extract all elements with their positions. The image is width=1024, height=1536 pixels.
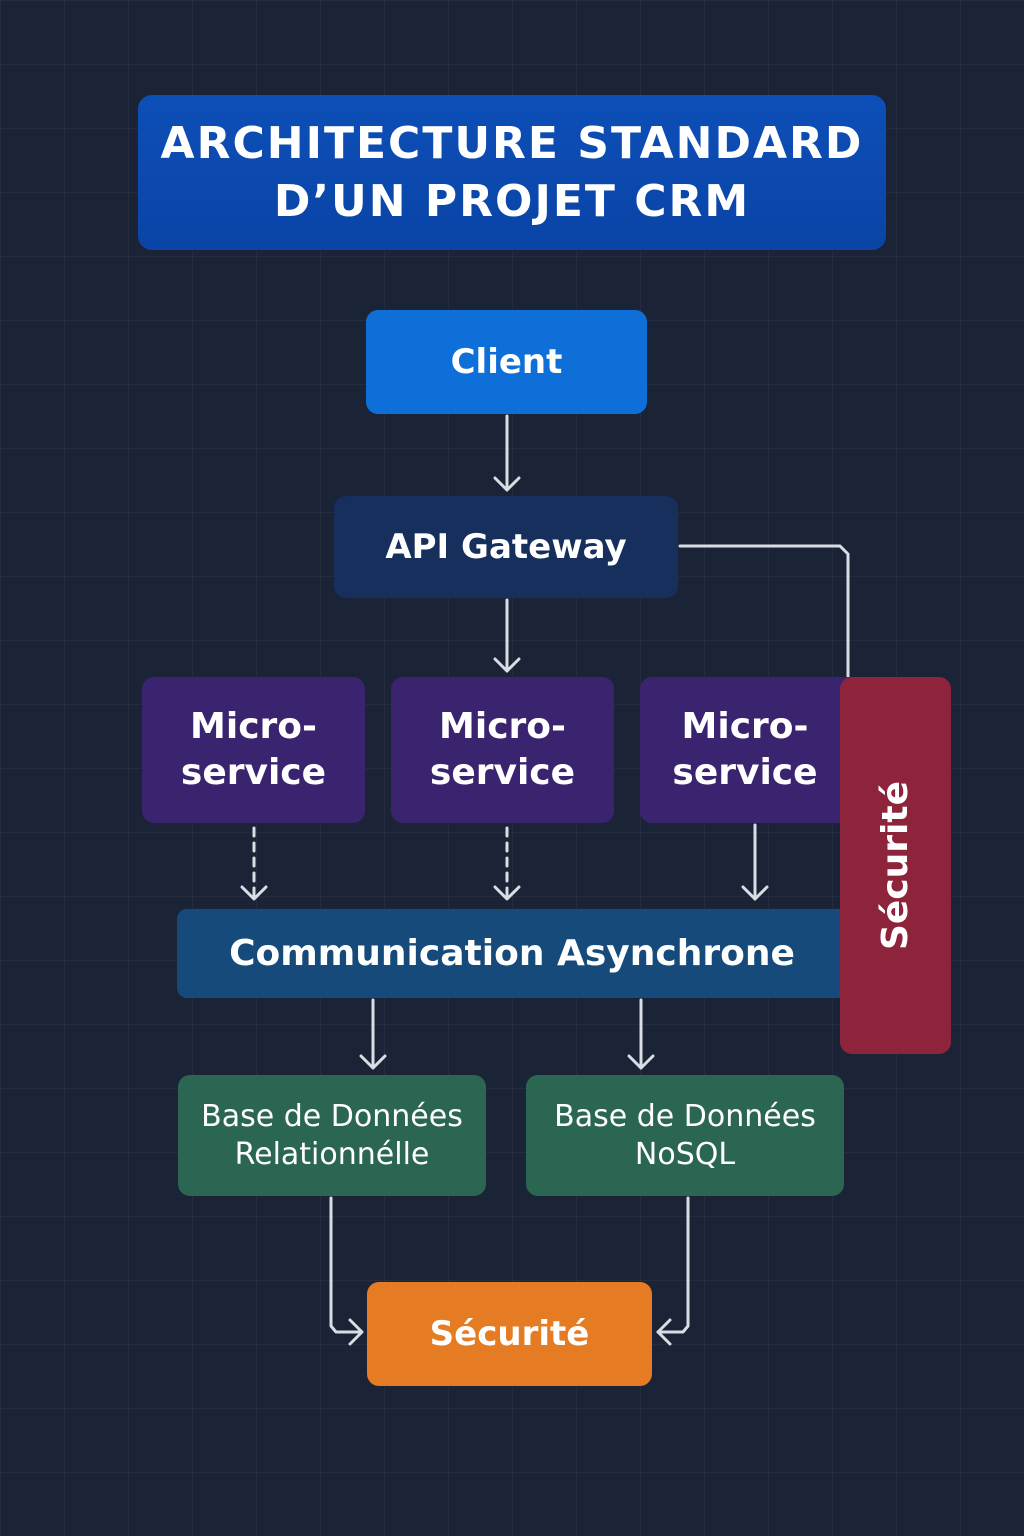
api-gateway-node: API Gateway [334, 496, 678, 598]
db-relational-line-1: Base de Données [201, 1098, 463, 1134]
client-label: Client [450, 342, 563, 382]
async-communication-node: Communication Asynchrone [177, 909, 847, 998]
arrow-db-relational-to-security [329, 1196, 363, 1334]
arrowhead-db-nosql-to-security [656, 1318, 672, 1346]
db-relational-node: Base de Données Relationnélle [178, 1075, 486, 1196]
db-nosql-line-2: NoSQL [634, 1136, 736, 1172]
title-line-1: ARCHITECTURE STANDARD [160, 117, 864, 169]
client-node: Client [366, 310, 647, 414]
security-side-label: Sécurité [875, 780, 916, 951]
security-bottom-label: Sécurité [429, 1314, 590, 1354]
api-gateway-label: API Gateway [385, 527, 627, 567]
arrowhead-microservice-2-to-async [493, 885, 521, 901]
microservice-3-line-1: Micro- [681, 706, 809, 747]
arrowhead-gateway-to-microservice [493, 657, 521, 673]
arrowhead-microservice-1-to-async [240, 885, 268, 901]
arrowhead-client-to-gateway [493, 476, 521, 492]
title-line-2: D’UN PROJET CRM [273, 175, 751, 227]
db-nosql-node: Base de Données NoSQL [526, 1075, 844, 1196]
microservice-1-line-2: service [180, 752, 327, 793]
microservice-2-line-1: Micro- [439, 706, 566, 747]
microservice-node-2: Micro- service [391, 677, 614, 823]
security-bottom-node: Sécurité [367, 1282, 652, 1386]
microservice-1-line-1: Micro- [190, 706, 317, 747]
arrowhead-microservice-3-to-async [741, 885, 769, 901]
arrowhead-async-to-db-nosql [627, 1054, 655, 1070]
async-communication-label: Communication Asynchrone [229, 933, 795, 974]
arrowhead-async-to-db-relational [359, 1054, 387, 1070]
microservice-2-line-2: service [429, 752, 576, 793]
microservice-3-line-2: service [672, 752, 818, 793]
security-side-node: Sécurité [840, 677, 951, 1054]
microservice-node-1: Micro- service [142, 677, 365, 823]
microservice-node-3: Micro- service [640, 677, 850, 823]
connector-gateway-to-security [678, 544, 850, 679]
arrowhead-db-relational-to-security [348, 1318, 364, 1346]
db-relational-line-2: Relationnélle [234, 1136, 430, 1172]
diagram-title: ARCHITECTURE STANDARD D’UN PROJET CRM [138, 95, 886, 250]
arrow-db-nosql-to-security [656, 1196, 690, 1334]
db-nosql-line-1: Base de Données [554, 1098, 816, 1134]
